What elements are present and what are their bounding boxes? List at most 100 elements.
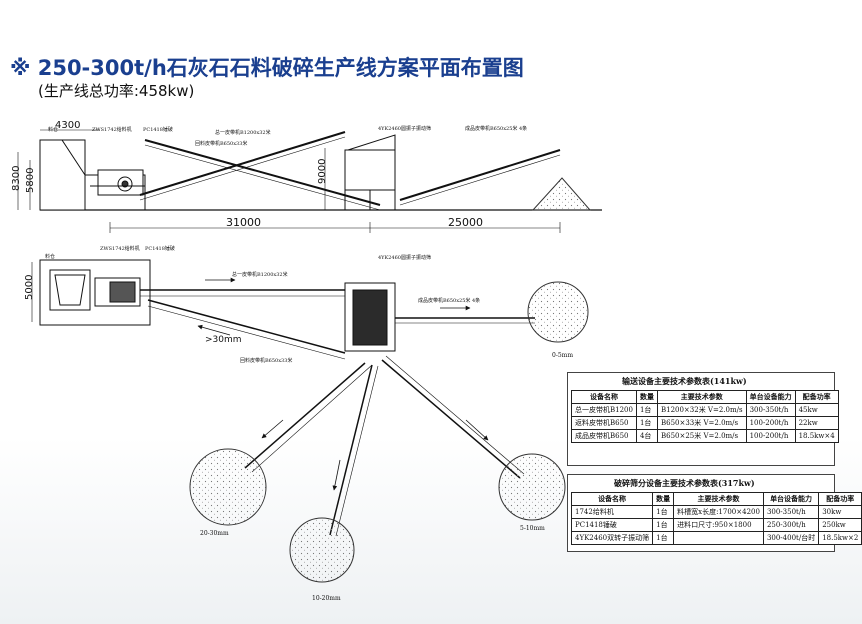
layout-drawing: 料仓 ZWS1742给料机 PC1418锤破 总一皮带机B1200x32米 回料… [11, 120, 602, 602]
table-cell: 1台 [652, 518, 675, 532]
table-header-row: 设备名称 数量 主要技术参数 单台设备能力 配备功率 [571, 390, 839, 404]
elev-belt-main [139, 131, 346, 196]
pile-label-5-10mm: 5-10mm [520, 525, 545, 532]
plan-belt-p2 [244, 362, 366, 469]
table-cell: PC1418锤破 [570, 518, 654, 532]
table-cell: 总一皮带机B1200 [571, 403, 637, 417]
col-header: 配备功率 [794, 390, 839, 404]
plan-feed-bin [49, 269, 91, 311]
dim-25000: 25000 [448, 216, 483, 229]
table-cell: 1台 [635, 416, 658, 430]
elev-label-belt-return: 回料皮带机B650x33米 [195, 140, 247, 147]
col-header: 主要技术参数 [656, 390, 747, 404]
table-cell: 45kw [794, 403, 839, 417]
elev-label-feeder: ZWS1742给料机 [92, 126, 132, 133]
dim-4300: 4300 [55, 120, 80, 131]
table-cell: 返料皮带机B650 [571, 416, 637, 430]
plan-label-return-size: >30mm [205, 335, 242, 345]
elev-label-belt-product: 成品皮带机B650x25米 4条 [465, 125, 527, 132]
col-header: 设备名称 [571, 390, 637, 404]
col-header: 主要技术参数 [673, 492, 764, 506]
elev-label-crusher: PC1418锤破 [143, 126, 173, 133]
pile-label-0-5mm: 0-5mm [552, 352, 573, 359]
table-cell: 300-400t/台时 [762, 531, 820, 545]
crushing-table-title: 破碎筛分设备主要技术参数表(317kw) [614, 478, 755, 488]
table-cell: 100-200t/h [745, 429, 796, 443]
conveying-table-title: 输送设备主要技术参数表(141kw) [622, 376, 747, 386]
plan-label-feeder: ZWS1742给料机 [100, 245, 140, 252]
elev-product-pile [531, 177, 592, 211]
table-row: PC1418锤破 1台 进料口尺寸:950×1800 250-300t/h 25… [570, 518, 862, 532]
table-cell: 18.5kw×2 [818, 531, 862, 545]
feed-bin-foundation [39, 139, 86, 211]
dim-5800: 5800 [25, 168, 36, 193]
page-subtitle: (生产线总功率:458kw) [38, 82, 195, 100]
elev-label-feed-bin: 料仓 [48, 126, 58, 133]
plan-label-feed-bin: 料仓 [45, 253, 55, 260]
table-row: 1742给料机 1台 料槽宽x长度:1700×4200 300-350t/h 3… [570, 505, 862, 519]
table-cell: 100-200t/h [745, 416, 796, 430]
feeder-body [97, 169, 144, 196]
table-cell: 30kw [818, 505, 862, 519]
table-cell: 250kw [818, 518, 862, 532]
elev-label-belt-main: 总一皮带机B1200x32米 [215, 129, 271, 136]
col-header: 数量 [652, 492, 675, 506]
table-cell: 250-300t/h [762, 518, 820, 532]
crusher-rotor-icon [117, 176, 133, 192]
table-cell: B650×25米 V=2.0m/s [656, 429, 747, 443]
pile-label-20-30mm: 20-30mm [200, 530, 229, 537]
pile-5-10mm [498, 453, 566, 521]
elev-belt-product [399, 149, 561, 201]
plan-belt-p4 [381, 359, 521, 479]
plan-belt-return [147, 299, 346, 354]
plan-label-screen: 4YK2460圆振子振动筛 [378, 254, 431, 261]
table-row: 返料皮带机B650 1台 B650×33米 V=2.0m/s 100-200t/… [571, 416, 839, 430]
col-header: 数量 [635, 390, 658, 404]
elev-belt-return [144, 139, 381, 206]
table-cell: 1742给料机 [570, 505, 654, 519]
col-header: 单台设备能力 [762, 492, 820, 506]
table-row: 成品皮带机B650 4台 B650×25米 V=2.0m/s 100-200t/… [571, 429, 839, 443]
table-cell: 1台 [652, 531, 675, 545]
table-cell: B650×33米 V=2.0m/s [656, 416, 747, 430]
elevation-view [17, 129, 602, 233]
table-row: 4YK2460双转子振动筛 1台 300-400t/台时 18.5kw×2 [570, 531, 862, 545]
plan-belt-p3 [329, 364, 373, 536]
dim-8300: 8300 [11, 166, 22, 191]
dim-9000: 9000 [317, 159, 328, 184]
plan-screen [352, 289, 388, 346]
table-cell: 300-350t/h [762, 505, 820, 519]
table-header-row: 设备名称 数量 主要技术参数 单台设备能力 配备功率 [570, 492, 862, 506]
pile-20-30mm [189, 448, 267, 526]
pile-0-5mm [527, 281, 589, 343]
col-header: 设备名称 [570, 492, 654, 506]
plan-view [31, 259, 535, 537]
plan-label-crusher: PC1418锤破 [145, 245, 175, 252]
crushing-table: 设备名称 数量 主要技术参数 单台设备能力 配备功率 1742给料机 1台 料槽… [570, 492, 862, 545]
table-cell: 18.5kw×4 [794, 429, 839, 443]
pile-label-10-20mm: 10-20mm [312, 595, 341, 602]
page-title: ※ 250-300t/h石灰石石料破碎生产线方案平面布置图 [10, 56, 524, 80]
table-cell: 进料口尺寸:950×1800 [673, 518, 764, 532]
col-header: 配备功率 [818, 492, 862, 506]
table-cell: 300-350t/h [745, 403, 796, 417]
dim-31000: 31000 [226, 216, 261, 229]
plan-label-belt-return: 回料皮带机B650x33米 [240, 357, 292, 364]
table-cell: 1台 [635, 403, 658, 417]
plan-label-belt-product: 成品皮带机B650x25米 4条 [418, 297, 480, 304]
elev-screen [344, 149, 396, 191]
dim-5000: 5000 [24, 275, 35, 300]
conveying-table: 设备名称 数量 主要技术参数 单台设备能力 配备功率 总一皮带机B1200 1台… [571, 390, 839, 443]
table-cell: 4YK2460双转子振动筛 [570, 531, 654, 545]
table-row: 总一皮带机B1200 1台 B1200×32米 V=2.0m/s 300-350… [571, 403, 839, 417]
table-cell [673, 531, 764, 545]
table-cell: B1200×32米 V=2.0m/s [656, 403, 747, 417]
table-cell: 1台 [652, 505, 675, 519]
plan-label-belt-main: 总一皮带机B1200x32米 [232, 271, 288, 278]
col-header: 单台设备能力 [745, 390, 796, 404]
pile-10-20mm [289, 517, 355, 583]
plan-crusher [109, 281, 136, 303]
table-cell: 4台 [635, 429, 658, 443]
plan-feed-area [39, 259, 151, 326]
table-cell: 22kw [794, 416, 839, 430]
